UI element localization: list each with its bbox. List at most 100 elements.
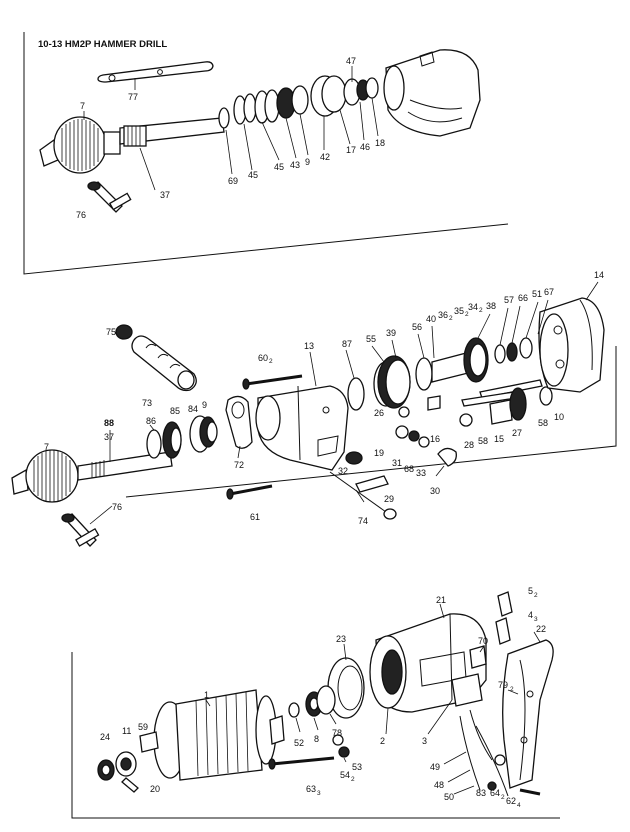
label-85: 85 bbox=[170, 406, 180, 416]
panel-2-chuck bbox=[11, 449, 173, 503]
label-19: 19 bbox=[374, 448, 384, 458]
part-61-screw bbox=[226, 484, 273, 500]
panel-2-small-parts bbox=[329, 395, 473, 520]
label-52: 52 bbox=[294, 738, 304, 748]
label-58b: 58 bbox=[538, 418, 548, 428]
label-63-sub: 3 bbox=[317, 790, 321, 797]
label-72: 72 bbox=[234, 460, 244, 470]
label-5: 5 bbox=[528, 586, 533, 596]
label-14: 14 bbox=[594, 270, 604, 280]
label-55: 55 bbox=[366, 334, 376, 344]
panel-3-switch-assembly bbox=[451, 591, 541, 797]
label-35-sub: 2 bbox=[465, 311, 469, 318]
label-53: 53 bbox=[352, 762, 362, 772]
panel-2-frame bbox=[125, 346, 617, 498]
part-14-gear-housing bbox=[538, 297, 605, 393]
label-34-sub: 2 bbox=[479, 307, 483, 314]
label-15: 15 bbox=[494, 434, 504, 444]
label-47: 47 bbox=[346, 56, 356, 66]
panel-1-leaders bbox=[83, 66, 379, 175]
label-48: 48 bbox=[434, 780, 444, 790]
label-69: 69 bbox=[228, 176, 238, 186]
label-58a: 58 bbox=[478, 436, 488, 446]
part-76b-chuck-key bbox=[61, 513, 100, 547]
label-37: 37 bbox=[160, 190, 170, 200]
label-33: 33 bbox=[416, 468, 426, 478]
label-67: 67 bbox=[544, 287, 554, 297]
label-66: 66 bbox=[518, 293, 528, 303]
label-3: 3 bbox=[422, 736, 427, 746]
label-62: 62 bbox=[506, 796, 516, 806]
label-27: 27 bbox=[512, 428, 522, 438]
label-60: 60 bbox=[258, 353, 268, 363]
label-87: 87 bbox=[342, 339, 352, 349]
label-68: 68 bbox=[404, 464, 414, 474]
label-13: 13 bbox=[304, 341, 314, 351]
label-9: 9 bbox=[305, 157, 310, 167]
part-76-chuck-key bbox=[87, 181, 132, 213]
part-22-handle bbox=[502, 639, 554, 789]
label-37b: 37 bbox=[104, 432, 114, 442]
label-75: 75 bbox=[106, 327, 116, 337]
label-4: 4 bbox=[528, 610, 533, 620]
part-77-chuck-wrench bbox=[97, 61, 214, 90]
label-54: 54 bbox=[340, 770, 350, 780]
label-40: 40 bbox=[426, 314, 436, 324]
label-76: 76 bbox=[76, 210, 86, 220]
part-60-screw bbox=[242, 374, 303, 390]
label-76b: 76 bbox=[112, 502, 122, 512]
label-49: 49 bbox=[430, 762, 440, 772]
label-54-sub: 2 bbox=[351, 776, 355, 783]
label-39: 39 bbox=[386, 328, 396, 338]
panel-1-gear-housing bbox=[383, 49, 481, 137]
part-1-armature bbox=[139, 689, 285, 781]
label-63: 63 bbox=[306, 784, 316, 794]
label-79-sub: 2 bbox=[510, 686, 514, 693]
label-83: 83 bbox=[476, 788, 486, 798]
label-50: 50 bbox=[444, 792, 454, 802]
label-88: 88 bbox=[104, 418, 114, 428]
label-46: 46 bbox=[360, 142, 370, 152]
label-8: 8 bbox=[314, 734, 319, 744]
panel-3-front-bearings bbox=[97, 751, 139, 793]
label-21: 21 bbox=[436, 595, 446, 605]
panel-2-leaders bbox=[89, 281, 599, 525]
label-38: 38 bbox=[486, 301, 496, 311]
label-30: 30 bbox=[430, 486, 440, 496]
label-61: 61 bbox=[250, 512, 260, 522]
label-64-sub: 2 bbox=[501, 794, 505, 801]
label-64: 64 bbox=[490, 788, 500, 798]
label-24: 24 bbox=[100, 732, 110, 742]
label-7b: 7 bbox=[44, 442, 49, 452]
part-72-lever bbox=[225, 395, 253, 449]
label-42: 42 bbox=[320, 152, 330, 162]
label-31: 31 bbox=[392, 458, 402, 468]
label-45b: 45 bbox=[274, 162, 284, 172]
part-63-screw bbox=[268, 756, 335, 770]
label-26: 26 bbox=[374, 408, 384, 418]
panel-2-gear-train bbox=[347, 337, 553, 425]
label-18: 18 bbox=[375, 138, 385, 148]
label-51: 51 bbox=[532, 289, 542, 299]
label-22: 22 bbox=[536, 624, 546, 634]
label-77: 77 bbox=[128, 92, 138, 102]
label-45a: 45 bbox=[248, 170, 258, 180]
label-36-sub: 2 bbox=[449, 315, 453, 322]
part-37-spindle bbox=[119, 117, 225, 191]
label-17: 17 bbox=[346, 145, 356, 155]
label-9b: 9 bbox=[202, 400, 207, 410]
panel-3-leaders bbox=[205, 603, 541, 795]
label-20: 20 bbox=[150, 784, 160, 794]
label-70: 70 bbox=[478, 636, 488, 646]
label-28: 28 bbox=[464, 440, 474, 450]
label-7: 7 bbox=[80, 101, 85, 111]
label-29: 29 bbox=[384, 494, 394, 504]
label-36: 36 bbox=[438, 310, 448, 320]
label-32: 32 bbox=[338, 466, 348, 476]
label-2: 2 bbox=[380, 736, 385, 746]
part-13-front-housing bbox=[255, 385, 349, 471]
panel-1-washers-springs bbox=[218, 75, 379, 129]
label-62-sub: 4 bbox=[517, 802, 521, 809]
panel-3-frame bbox=[71, 652, 560, 819]
